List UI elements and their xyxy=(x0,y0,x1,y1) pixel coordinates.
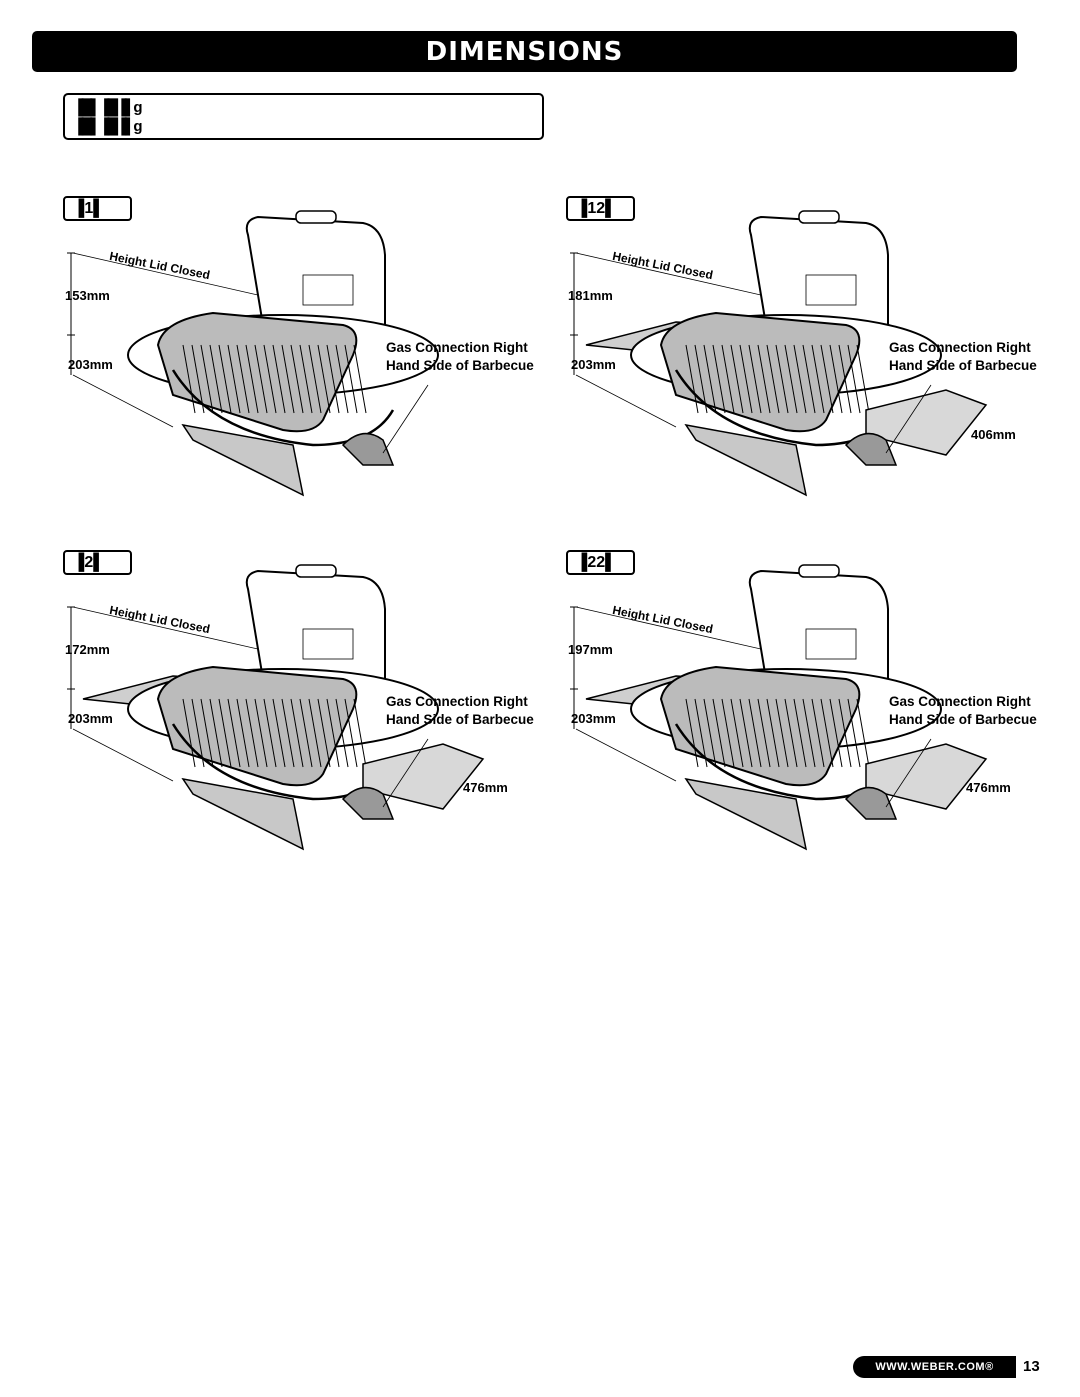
model-tag: ▐22▌ xyxy=(566,550,635,575)
side-shelf-dimension-label: 476mm xyxy=(463,780,508,795)
gas-note-line-2: Hand Side of Barbecue xyxy=(386,358,534,373)
gas-note-line-2: Hand Side of Barbecue xyxy=(386,712,534,727)
bottom-dimension-label: 203mm xyxy=(571,357,616,372)
grill-dimension-panel: ▐1▌ Height Lid Closed 153mm 203mm Gas Co… xyxy=(63,195,563,505)
top-dimension-label: 181mm xyxy=(568,288,613,303)
gas-note-line-1: Gas Connection Right xyxy=(889,694,1031,709)
side-shelf-dimension-label: 406mm xyxy=(971,427,1016,442)
top-dimension-label: 153mm xyxy=(65,288,110,303)
grill-dimension-panel: ▐2▌ Height Lid Closed 172mm 203mm Gas Co… xyxy=(63,549,563,859)
info-line-2: ▐█▌▐█▐▌g xyxy=(73,118,143,135)
grill-dimension-panel: ▐22▌ Height Lid Closed 197mm 203mm Gas C… xyxy=(566,549,1066,859)
top-dimension-label: 172mm xyxy=(65,642,110,657)
gas-connection-note: Gas Connection Right Hand Side of Barbec… xyxy=(889,693,1037,729)
grill-illustration xyxy=(67,564,485,851)
side-shelf-dimension-label: 476mm xyxy=(966,780,1011,795)
grill-illustration xyxy=(570,564,988,851)
gas-connection-note: Gas Connection Right Hand Side of Barbec… xyxy=(386,339,534,375)
bottom-dimension-label: 203mm xyxy=(68,357,113,372)
info-line-1: ▐█▌▐█▐▌g xyxy=(73,99,143,116)
model-tag: ▐2▌ xyxy=(63,550,132,575)
page-number: 13 xyxy=(1023,1358,1040,1375)
gas-note-line-1: Gas Connection Right xyxy=(386,694,528,709)
section-title-banner: DIMENSIONS xyxy=(32,31,1017,72)
top-dimension-label: 197mm xyxy=(568,642,613,657)
gas-note-line-1: Gas Connection Right xyxy=(889,340,1031,355)
website-badge: WWW.WEBER.COM® xyxy=(853,1356,1016,1378)
gas-connection-note: Gas Connection Right Hand Side of Barbec… xyxy=(889,339,1037,375)
gas-note-line-1: Gas Connection Right xyxy=(386,340,528,355)
grill-illustration xyxy=(570,210,988,497)
bottom-dimension-label: 203mm xyxy=(571,711,616,726)
gas-connection-note: Gas Connection Right Hand Side of Barbec… xyxy=(386,693,534,729)
model-info-box: ▐█▌▐█▐▌g ▐█▌▐█▐▌g xyxy=(63,93,544,140)
gas-note-line-2: Hand Side of Barbecue xyxy=(889,358,1037,373)
gas-note-line-2: Hand Side of Barbecue xyxy=(889,712,1037,727)
model-tag: ▐12▌ xyxy=(566,196,635,221)
bottom-dimension-label: 203mm xyxy=(68,711,113,726)
grill-illustration xyxy=(67,210,439,497)
grill-dimension-panel: ▐12▌ Height Lid Closed 181mm 203mm Gas C… xyxy=(566,195,1066,505)
model-tag: ▐1▌ xyxy=(63,196,132,221)
